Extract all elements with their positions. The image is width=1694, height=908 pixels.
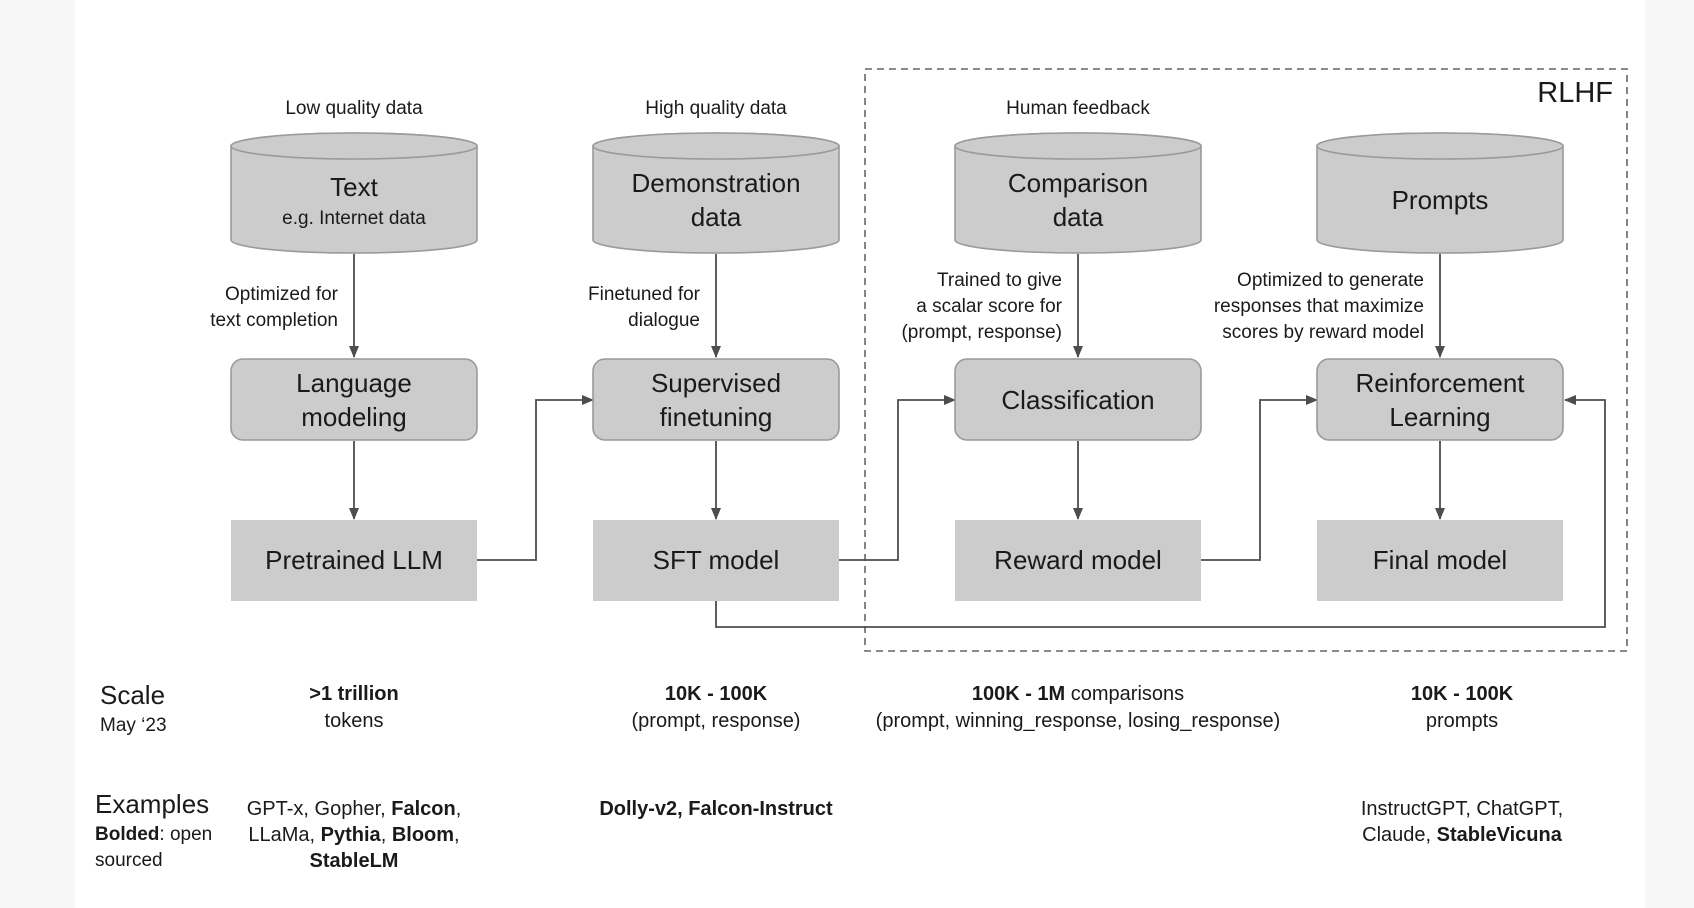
process-label: Reinforcement xyxy=(1355,368,1525,398)
edge-sft-model-to-classification xyxy=(839,395,956,561)
database-title: data xyxy=(1053,202,1104,232)
edge-label: (prompt, response) xyxy=(901,322,1062,343)
example-line: InstructGPT, ChatGPT, xyxy=(1361,798,1563,820)
edge-label: text completion xyxy=(210,310,338,331)
database-cylinder: Demonstration data xyxy=(592,132,840,254)
examples-list: Dolly-v2, Falcon-Instruct xyxy=(599,798,833,820)
examples-list: GPT-x, Gopher, Falcon, LLaMa, Pythia, Blo… xyxy=(247,798,462,872)
edge-reward-to-rl xyxy=(1201,395,1318,561)
database-title: Text xyxy=(330,172,378,202)
edge-label: dialogue xyxy=(628,310,700,331)
output-model-box: Final model xyxy=(1317,520,1563,601)
scale-info: 100K - 1M comparisons (prompt, winning_re… xyxy=(876,683,1281,732)
edge-label: a scalar score for xyxy=(916,296,1062,317)
scale-info: >1 trillion tokens xyxy=(309,683,398,732)
database-title: Prompts xyxy=(1392,185,1489,215)
database-title: data xyxy=(691,202,742,232)
output-model-box: Reward model xyxy=(955,520,1201,601)
cylinder-top xyxy=(592,132,840,160)
scale-unit: tokens xyxy=(325,710,384,732)
process-box: Language modeling xyxy=(230,358,478,441)
example-line: StableLM xyxy=(310,850,399,872)
scale-unit: prompts xyxy=(1426,710,1498,732)
edge-label: Trained to give xyxy=(937,270,1062,291)
cylinder-top xyxy=(230,132,478,160)
source-label: Human feedback xyxy=(1006,98,1150,119)
edge-label: Optimized to generate xyxy=(1237,270,1424,291)
rlhf-label: RLHF xyxy=(1537,77,1613,109)
process-label: modeling xyxy=(301,402,407,432)
database-cylinder: Text e.g. Internet data xyxy=(230,132,478,254)
example-line: GPT-x, Gopher, Falcon, xyxy=(247,798,462,820)
output-model-box: Pretrained LLM xyxy=(231,520,477,601)
example-line: Dolly-v2, Falcon-Instruct xyxy=(599,798,833,820)
output-label: Pretrained LLM xyxy=(265,545,443,575)
database-cylinder: Comparison data xyxy=(954,132,1202,254)
database-title: Comparison xyxy=(1008,168,1148,198)
process-label: Learning xyxy=(1389,402,1490,432)
cylinder-top xyxy=(954,132,1202,160)
output-box-shape xyxy=(231,520,477,601)
edge-label: Optimized for xyxy=(225,284,339,305)
process-label: Classification xyxy=(1001,385,1154,415)
examples-row-note: Bolded: open xyxy=(95,824,212,845)
examples-row-title: Examples xyxy=(95,789,209,819)
process-box: Classification xyxy=(954,358,1202,441)
output-label: Final model xyxy=(1373,545,1507,575)
edge-sft-model-to-rl xyxy=(715,395,1606,628)
output-box-shape xyxy=(955,520,1201,601)
database-title: Demonstration xyxy=(631,168,800,198)
source-label: Low quality data xyxy=(285,98,423,119)
database-subtitle: e.g. Internet data xyxy=(282,208,426,229)
process-box-shape xyxy=(230,358,478,441)
process-box: Supervised finetuning xyxy=(592,358,840,441)
source-label: High quality data xyxy=(645,98,787,119)
scale-value: 10K - 100K xyxy=(665,683,768,705)
scale-unit: (prompt, response) xyxy=(632,710,801,732)
scale-row-date: May ‘23 xyxy=(100,715,167,736)
edge-label: Finetuned for xyxy=(588,284,701,305)
cylinder-top xyxy=(1316,132,1564,160)
scale-row-title: Scale xyxy=(100,680,165,710)
scale-info: 10K - 100K (prompt, response) xyxy=(632,683,801,732)
scale-value: 10K - 100K xyxy=(1411,683,1514,705)
edge-label: scores by reward model xyxy=(1222,322,1424,343)
output-box-shape xyxy=(593,520,839,601)
process-label: finetuning xyxy=(660,402,773,432)
output-model-box: SFT model xyxy=(593,520,839,601)
example-line: Claude, StableVicuna xyxy=(1362,824,1563,846)
edge-label: responses that maximize xyxy=(1214,296,1424,317)
process-label: Supervised xyxy=(651,368,781,398)
scale-info: 10K - 100K prompts xyxy=(1411,683,1514,732)
process-box-shape xyxy=(1316,358,1564,441)
scale-value: 100K - 1M comparisons xyxy=(972,683,1184,705)
example-line: LLaMa, Pythia, Bloom, xyxy=(248,824,459,846)
output-label: SFT model xyxy=(653,545,780,575)
output-box-shape xyxy=(1317,520,1563,601)
process-label: Language xyxy=(296,368,412,398)
edges xyxy=(349,254,1606,628)
scale-unit: (prompt, winning_response, losing_respon… xyxy=(876,710,1281,732)
database-cylinder: Prompts xyxy=(1316,132,1564,254)
process-box-shape xyxy=(954,358,1202,441)
output-label: Reward model xyxy=(994,545,1162,575)
scale-value: >1 trillion xyxy=(309,683,398,705)
process-box-shape xyxy=(592,358,840,441)
edge-pretrained-to-sft xyxy=(477,395,594,561)
examples-list: InstructGPT, ChatGPT, Claude, StableVicun… xyxy=(1361,798,1563,846)
examples-row-note: sourced xyxy=(95,850,163,871)
